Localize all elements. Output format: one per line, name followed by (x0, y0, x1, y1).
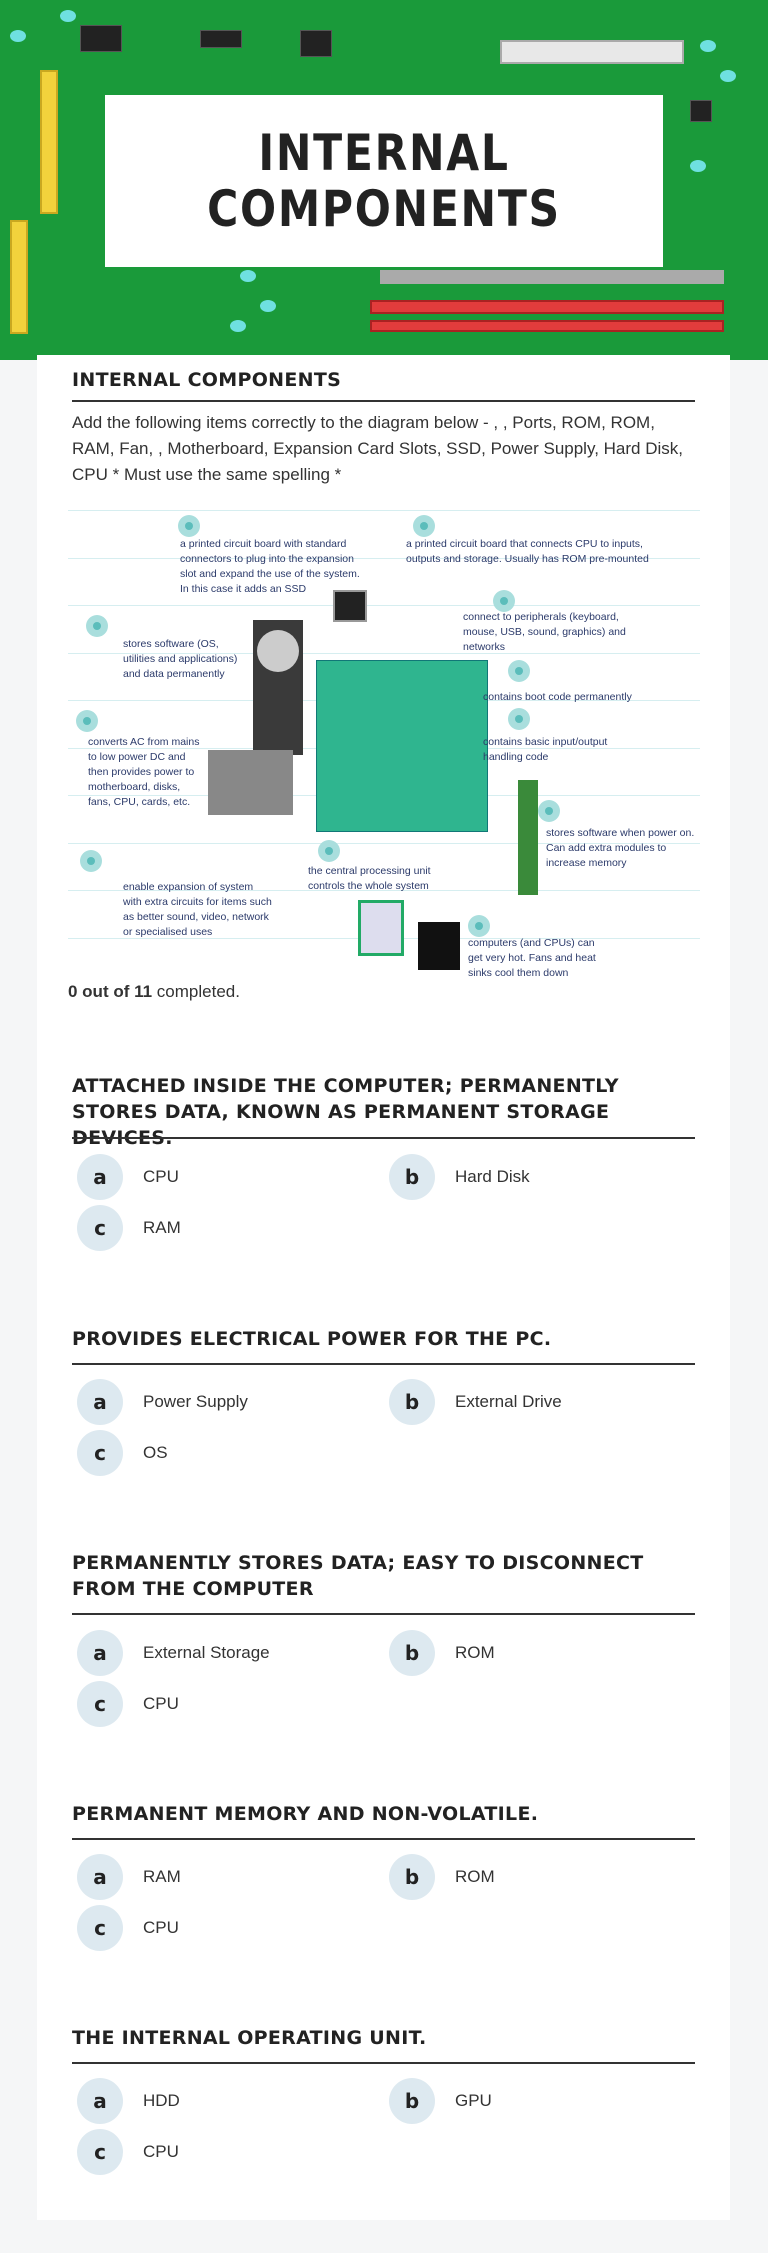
components-diagram[interactable]: a printed circuit board with standard co… (68, 510, 700, 980)
drop-target-7[interactable] (508, 708, 530, 730)
option-label: GPU (455, 2091, 492, 2110)
fan-image (418, 922, 460, 970)
option-label: RAM (143, 1867, 181, 1886)
diagram-label: converts AC from mains to low power DC a… (88, 736, 200, 808)
question-2-option-a[interactable]: a Power Supply (77, 1379, 248, 1425)
divider (72, 1137, 695, 1139)
diagram-label: connect to peripherals (keyboard, mouse,… (463, 611, 626, 653)
ssd-image (333, 590, 367, 622)
option-label: ROM (455, 1643, 495, 1662)
diagram-label: a printed circuit board that connects CP… (406, 538, 649, 565)
diagram-label: computers (and CPUs) can get very hot. F… (468, 937, 596, 979)
question-3-text: Permanently stores data; easy to disconn… (72, 1552, 644, 1600)
diagram-label: a printed circuit board with standard co… (180, 538, 360, 595)
option-letter: b (389, 1379, 435, 1425)
drop-target-11[interactable] (468, 915, 490, 937)
question-3-option-b[interactable]: b ROM (389, 1630, 495, 1676)
divider (72, 1613, 695, 1615)
diagram-label: the central processing unit controls the… (308, 865, 431, 892)
question-2-option-b[interactable]: b External Drive (389, 1379, 562, 1425)
worksheet-title: Internal Components (207, 124, 561, 238)
divider (72, 1363, 695, 1365)
section-title: Internal Components (72, 369, 342, 391)
option-label: Hard Disk (455, 1167, 530, 1186)
title-box: Internal Components (105, 95, 663, 267)
option-label: Power Supply (143, 1392, 248, 1411)
option-letter: c (77, 1905, 123, 1951)
option-label: CPU (143, 1918, 179, 1937)
option-letter: c (77, 1205, 123, 1251)
question-4-option-a[interactable]: a RAM (77, 1854, 181, 1900)
question-5-option-b[interactable]: b GPU (389, 2078, 492, 2124)
option-label: RAM (143, 1218, 181, 1237)
option-label: External Drive (455, 1392, 562, 1411)
option-letter: a (77, 1379, 123, 1425)
worksheet-card: Internal Components Add the following it… (37, 355, 730, 2220)
option-label: CPU (143, 1167, 179, 1186)
option-letter: a (77, 2078, 123, 2124)
option-letter: b (389, 1854, 435, 1900)
drop-target-3[interactable] (493, 590, 515, 612)
diagram-label: enable expansion of system with extra ci… (123, 881, 272, 938)
question-3-option-c[interactable]: c CPU (77, 1681, 179, 1727)
drop-target-2[interactable] (413, 515, 435, 537)
diagram-label: stores software when power on. Can add e… (546, 827, 695, 869)
option-letter: a (77, 1154, 123, 1200)
option-label: OS (143, 1443, 168, 1462)
question-1-option-b[interactable]: b Hard Disk (389, 1154, 530, 1200)
option-letter: c (77, 1430, 123, 1476)
motherboard-image (316, 660, 488, 832)
drop-target-9[interactable] (80, 850, 102, 872)
diagram-label: stores software (OS, utilities and appli… (123, 638, 238, 680)
header-banner-motherboard-image: Internal Components (0, 0, 768, 360)
question-5-text: The internal operating unit. (72, 2027, 427, 2049)
question-5-option-c[interactable]: c CPU (77, 2129, 179, 2175)
option-letter: c (77, 1681, 123, 1727)
progress-text: 0 out of 11 completed. (68, 982, 240, 1002)
diagram-label: contains basic input/output handling cod… (483, 736, 608, 763)
drop-target-4[interactable] (86, 615, 108, 637)
question-4-option-b[interactable]: b ROM (389, 1854, 495, 1900)
hard-disk-image (253, 620, 303, 755)
option-label: HDD (143, 2091, 180, 2110)
option-label: CPU (143, 2142, 179, 2161)
option-letter: c (77, 2129, 123, 2175)
diagram-label: contains boot code permanently (483, 691, 632, 703)
divider (72, 400, 695, 402)
drop-target-8[interactable] (538, 800, 560, 822)
question-4-text: Permanent memory and non-volatile. (72, 1803, 539, 1825)
option-letter: b (389, 2078, 435, 2124)
question-3-option-a[interactable]: a External Storage (77, 1630, 270, 1676)
question-2-option-c[interactable]: c OS (77, 1430, 168, 1476)
option-letter: a (77, 1630, 123, 1676)
question-1-option-a[interactable]: a CPU (77, 1154, 179, 1200)
question-1-option-c[interactable]: c RAM (77, 1205, 181, 1251)
divider (72, 1838, 695, 1840)
question-2-text: Provides electrical power for the PC. (72, 1328, 552, 1350)
power-supply-image (208, 750, 293, 815)
progress-count: 0 out of 11 (68, 982, 153, 1001)
option-label: External Storage (143, 1643, 270, 1662)
option-letter: a (77, 1854, 123, 1900)
drop-target-5[interactable] (508, 660, 530, 682)
option-label: ROM (455, 1867, 495, 1886)
instructions: Add the following items correctly to the… (72, 413, 683, 484)
question-4-option-c[interactable]: c CPU (77, 1905, 179, 1951)
progress-suffix: completed. (152, 982, 240, 1001)
drop-target-10[interactable] (318, 840, 340, 862)
question-1-text: Attached inside the computer; permanentl… (72, 1075, 619, 1149)
cpu-image (358, 900, 404, 956)
ram-image (518, 780, 538, 895)
divider (72, 2062, 695, 2064)
option-letter: b (389, 1630, 435, 1676)
drop-target-1[interactable] (178, 515, 200, 537)
option-label: CPU (143, 1694, 179, 1713)
drop-target-6[interactable] (76, 710, 98, 732)
option-letter: b (389, 1154, 435, 1200)
question-5-option-a[interactable]: a HDD (77, 2078, 180, 2124)
